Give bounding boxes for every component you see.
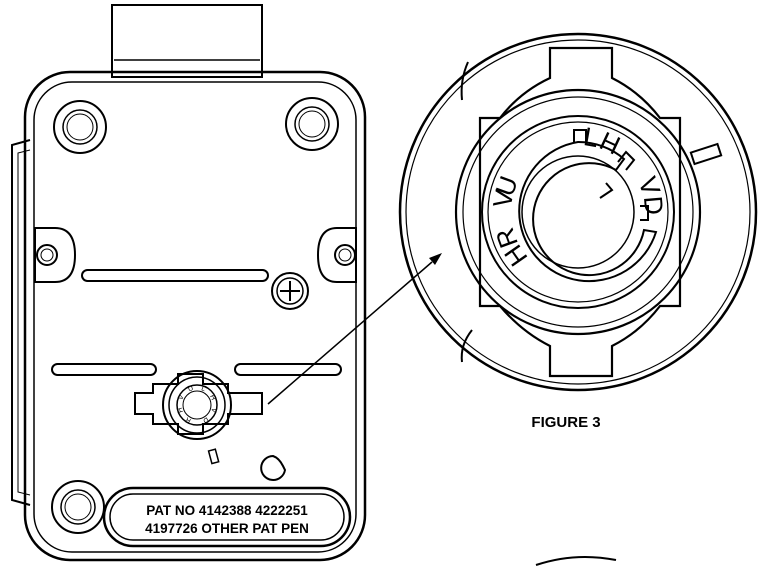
- mount-ear-right: [316, 227, 357, 283]
- mini-label: H: [177, 407, 185, 414]
- mini-label: H: [208, 394, 217, 402]
- screw-bottom-left: [51, 480, 105, 534]
- detail-circle-outer: [398, 32, 758, 392]
- key-tab: [689, 142, 723, 166]
- screw-top-left: [53, 100, 107, 154]
- tab-mark: [260, 454, 287, 481]
- mini-label: D: [202, 415, 210, 424]
- mini-label: L: [200, 385, 206, 393]
- slot-lower-left: [51, 363, 157, 376]
- leader-arrow: [267, 253, 442, 405]
- partial-circle-edge: [535, 555, 617, 566]
- screw-top-right: [285, 97, 339, 151]
- patent-line-2: 4197726 OTHER PAT PEN: [145, 521, 309, 536]
- orientation-label: L: [581, 121, 600, 153]
- side-bracket: [11, 139, 31, 506]
- slot-upper: [81, 269, 269, 282]
- orientation-label: V: [487, 187, 520, 210]
- mini-label: U: [187, 385, 194, 393]
- mini-label: V: [209, 407, 217, 414]
- case-inner: [33, 81, 357, 553]
- dial-ring: [518, 140, 658, 283]
- slot-lower-right: [234, 363, 342, 376]
- phillips-screw-icon: [271, 272, 309, 310]
- mount-ear-left: [34, 227, 77, 283]
- mini-label: R: [185, 415, 193, 424]
- bolt: [111, 4, 263, 78]
- patent-line-1: PAT NO 4142388 4222251: [146, 503, 308, 518]
- arrowhead: [429, 253, 442, 265]
- orientation-label: D: [638, 195, 670, 216]
- case-outer: [23, 70, 367, 562]
- figure-caption: FIGURE 3: [531, 414, 600, 431]
- patent-plate: PAT NO 4142388 4222251 4197726 OTHER PAT…: [102, 486, 352, 548]
- mini-label: V: [178, 394, 186, 402]
- hub-cross: [478, 46, 682, 378]
